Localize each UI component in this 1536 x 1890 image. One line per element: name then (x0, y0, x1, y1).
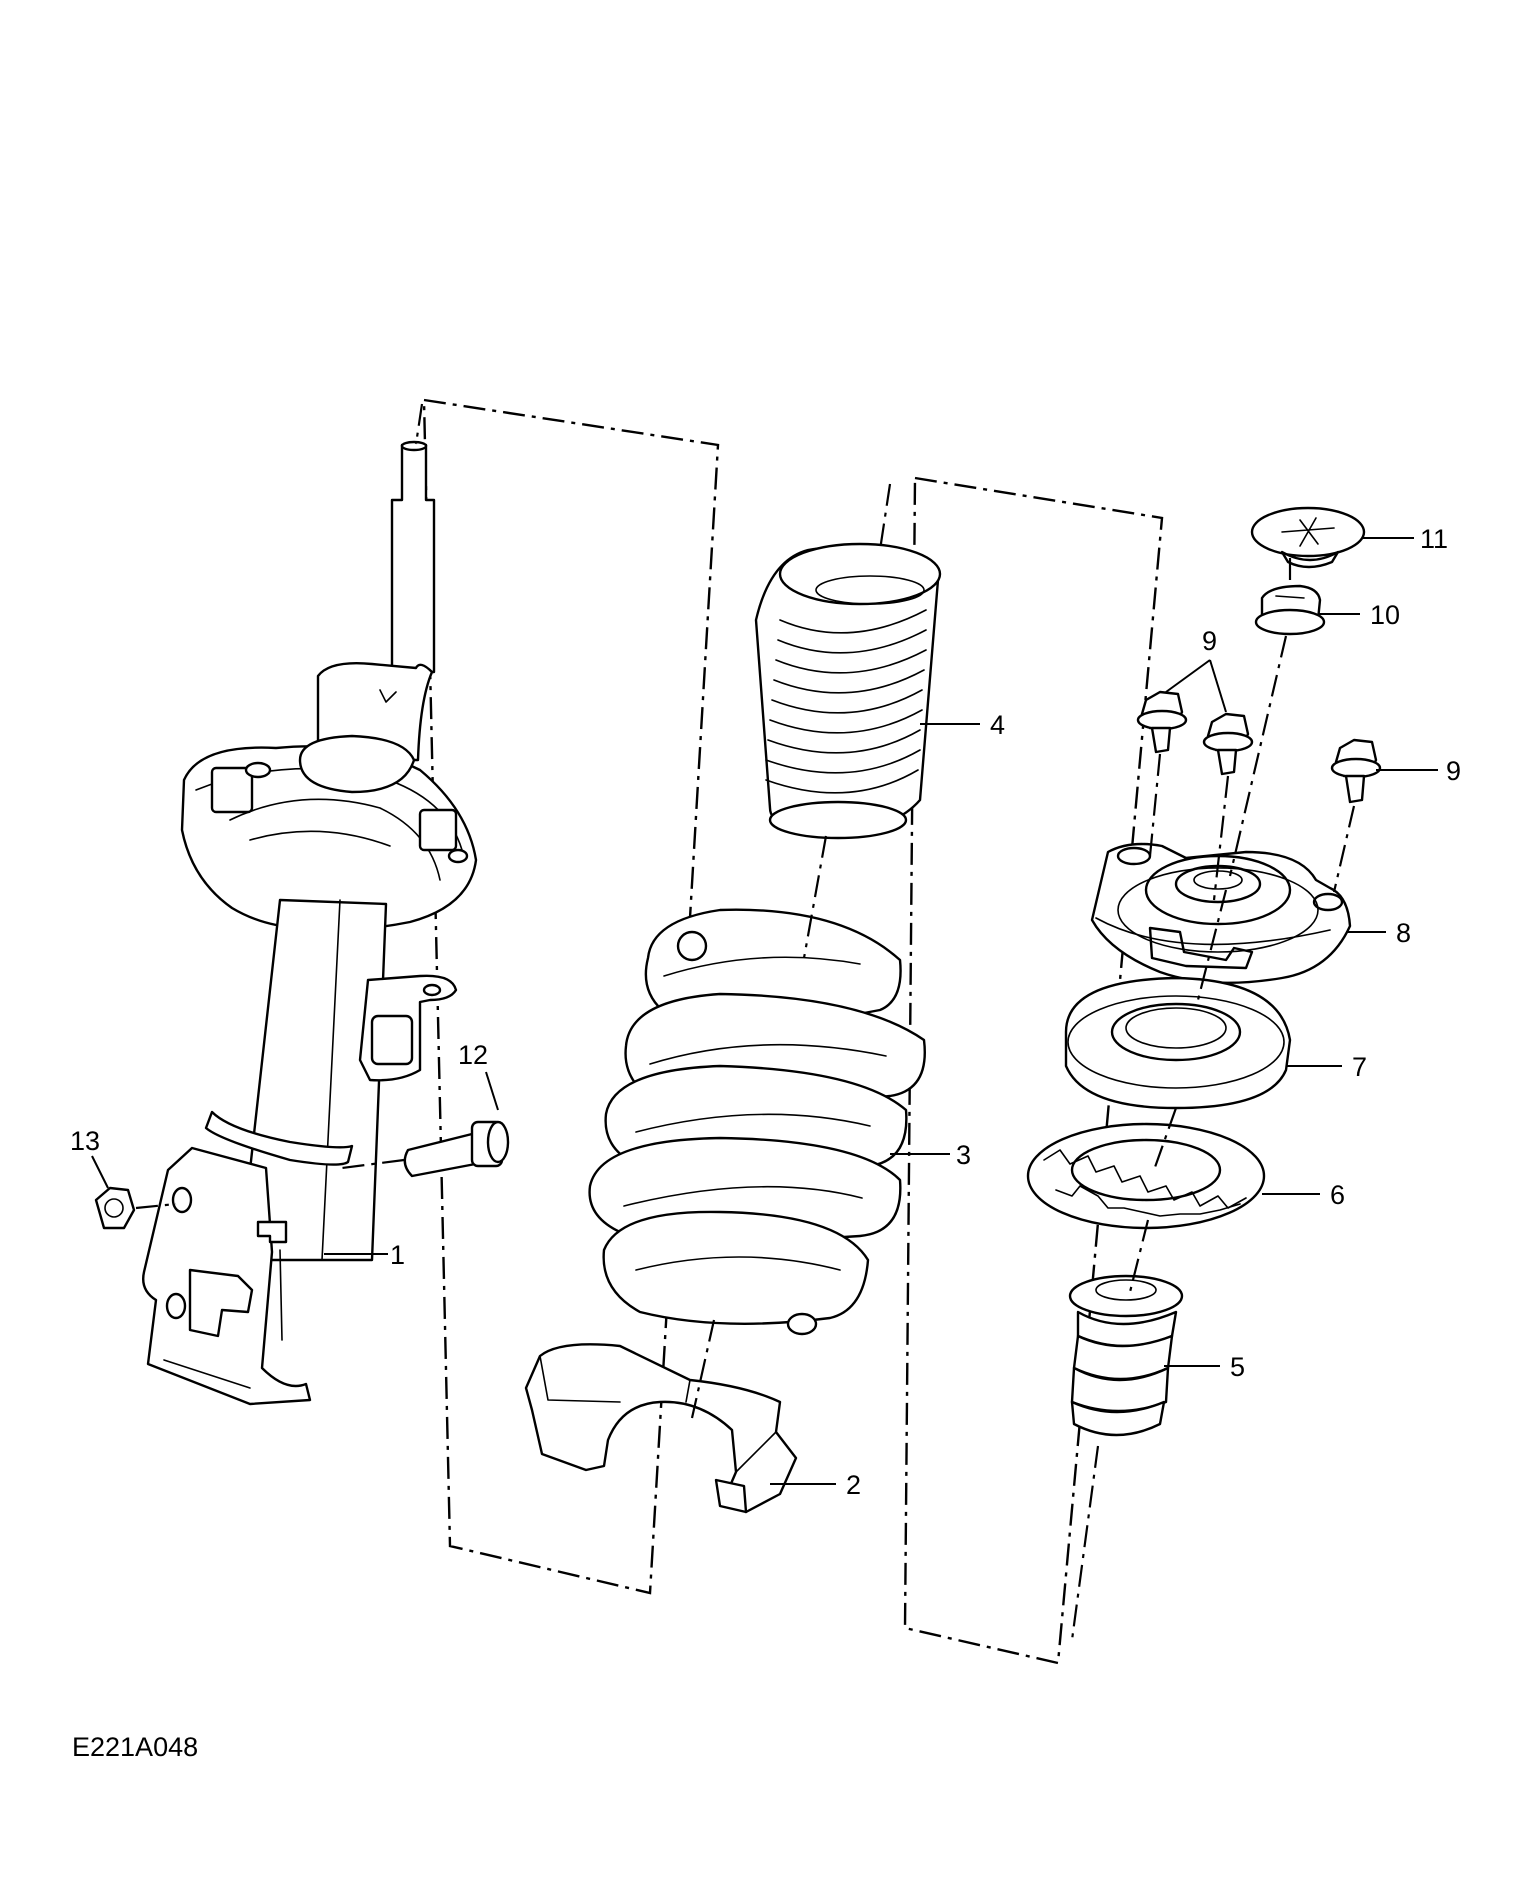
alignment-axes (135, 403, 1356, 1641)
assembly-group-box-left (422, 398, 720, 1595)
part-13-nut (94, 1186, 136, 1230)
callout-10: 10 (1370, 600, 1400, 630)
callout-6: 6 (1330, 1180, 1345, 1210)
part-12-bolt (403, 1120, 510, 1178)
callout-7: 7 (1352, 1052, 1367, 1082)
part-10-top-nut (1254, 584, 1326, 636)
part-9-bolt-b (1202, 712, 1254, 776)
part-6-upper-spring-seat (1026, 1122, 1266, 1230)
part-8-top-mount (1090, 842, 1352, 984)
figure-reference-code: E221A048 (72, 1732, 199, 1762)
part-5-bump-stop (1068, 1274, 1184, 1437)
part-9-bolt-c (1330, 738, 1382, 804)
callout-2: 2 (846, 1470, 861, 1500)
callout-1: 1 (390, 1240, 405, 1270)
part-7-bearing (1064, 976, 1292, 1110)
part-1-strut-assembly (142, 440, 478, 1406)
callout-11: 11 (1420, 524, 1448, 554)
callout-5: 5 (1230, 1352, 1245, 1382)
callout-labels: 1 2 3 4 5 6 7 8 9 9 10 11 12 13 (70, 524, 1461, 1500)
part-2-spring-seat-insulator (524, 1343, 798, 1514)
callout-12: 12 (458, 1040, 488, 1070)
callout-3: 3 (956, 1140, 971, 1170)
callout-13: 13 (70, 1126, 100, 1156)
leader-lines (91, 537, 1438, 1485)
part-9-bolt-a (1136, 690, 1188, 754)
part-11-dust-cap (1250, 506, 1366, 569)
callout-4: 4 (990, 710, 1005, 740)
callout-9-upper: 9 (1202, 626, 1217, 656)
callout-9-right: 9 (1446, 756, 1461, 786)
part-3-coil-spring (588, 908, 926, 1336)
assembly-group-box-right (903, 476, 1164, 1665)
part-4-dust-boot (754, 542, 942, 840)
callout-8: 8 (1396, 918, 1411, 948)
